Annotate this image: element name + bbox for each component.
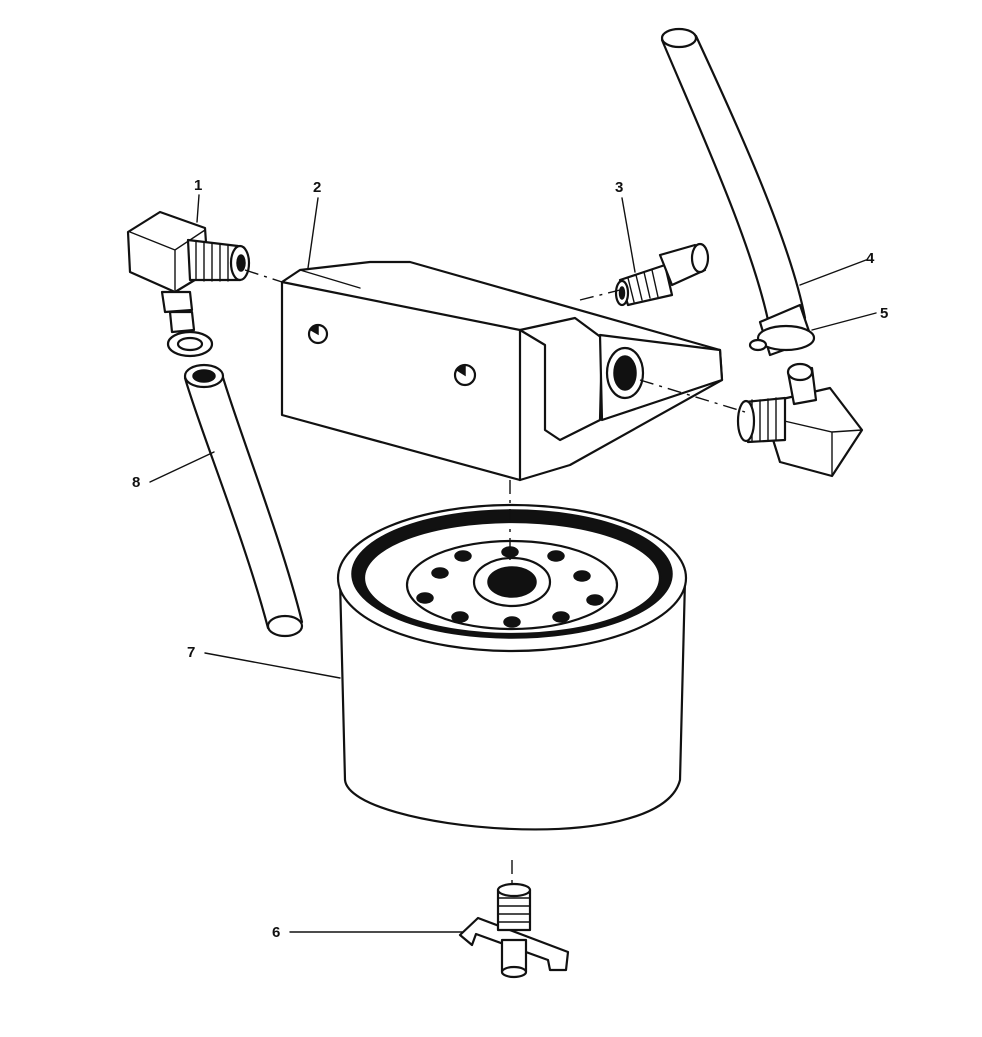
elbow-fitting-right [736,362,864,478]
oil-filter [336,503,688,831]
callout-5: 5 [880,305,888,322]
callout-8: 8 [132,474,140,491]
elbow-fitting-left [126,210,251,358]
leader-lines [149,194,877,933]
callout-7: 7 [187,644,195,661]
callout-1: 1 [194,177,202,194]
callout-3: 3 [615,179,623,196]
callout-numbers: 1 2 3 4 5 6 7 8 [132,177,888,941]
callout-6: 6 [272,924,280,941]
assembly-centerlines [244,269,746,888]
hose-clamp [748,303,816,357]
callout-2: 2 [313,179,321,196]
callout-4: 4 [866,250,875,267]
filter-holes [416,546,604,628]
hose-left [183,363,304,638]
drain-plug [458,882,570,979]
adapter-fitting [614,242,710,307]
hose-right [660,27,807,332]
mounting-bracket [280,260,724,482]
